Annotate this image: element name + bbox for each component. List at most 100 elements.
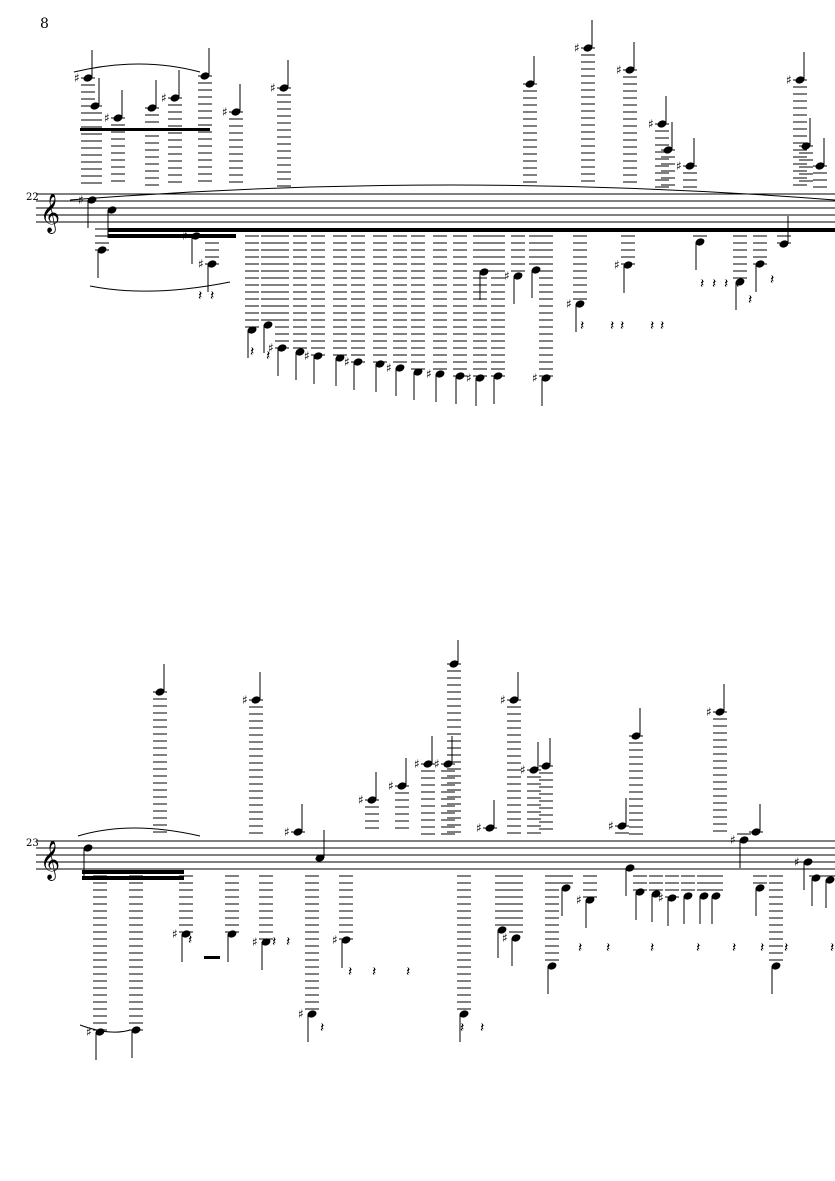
sharp-icon: ♯ (616, 63, 622, 77)
note: ♯ (794, 855, 813, 890)
note (809, 874, 823, 906)
staff-lines (36, 193, 835, 223)
note: ♯ (304, 228, 325, 384)
quarter-rest-icon: 𝄽 (480, 1020, 484, 1036)
sharp-icon: ♯ (344, 355, 350, 369)
note: ♯ (614, 228, 635, 293)
note: ♯ (414, 736, 435, 835)
sharp-icon: ♯ (434, 757, 440, 771)
note: ♯ (284, 804, 305, 839)
note: ♯ (252, 875, 273, 970)
note (697, 875, 711, 924)
note: ♯ (648, 96, 669, 188)
note (523, 56, 537, 183)
note: ♯ (706, 684, 727, 832)
quarter-rest-icon: 𝄽 (660, 318, 664, 334)
note (649, 875, 663, 922)
note: ♯ (476, 800, 497, 835)
sharp-icon: ♯ (270, 81, 276, 95)
staff-system-23: 𝄞 ♯♯♯♯♯♯♯♯♯♯♯♯♯♯♯♯♯♯♯♯♯𝄽𝄽𝄽𝄽𝄽𝄽𝄽𝄽𝄽𝄽𝄽𝄽𝄽𝄽𝄽𝄽𝄽 (36, 640, 835, 1060)
sharp-icon: ♯ (298, 1007, 304, 1021)
sharp-icon: ♯ (74, 71, 80, 85)
note: ♯ (466, 228, 487, 406)
sharp-icon: ♯ (426, 367, 432, 381)
sharp-icon: ♯ (414, 757, 420, 771)
note-cluster: ♯♯♯♯♯♯♯♯♯♯♯♯♯♯♯♯♯♯♯♯♯𝄽𝄽𝄽𝄽𝄽𝄽𝄽𝄽𝄽𝄽𝄽𝄽𝄽𝄽𝄽𝄽𝄽 (77, 640, 835, 1060)
note (753, 228, 767, 292)
note: ♯ (616, 42, 637, 183)
quarter-rest-icon: 𝄽 (266, 348, 270, 364)
note (495, 875, 509, 958)
sharp-icon: ♯ (86, 1025, 92, 1039)
quarter-rest-icon: 𝄽 (272, 934, 276, 950)
sharp-icon: ♯ (500, 693, 506, 707)
quarter-rest-icon: 𝄽 (460, 1020, 464, 1036)
sharp-icon: ♯ (786, 73, 792, 87)
treble-clef-icon: 𝄞 (40, 193, 60, 234)
note (373, 228, 387, 392)
note: ♯ (222, 84, 243, 183)
sharp-icon: ♯ (566, 297, 572, 311)
sharp-icon: ♯ (502, 931, 508, 945)
note (477, 228, 491, 300)
measure-number-23: 23 (26, 838, 39, 849)
note (225, 875, 239, 962)
sharp-icon: ♯ (614, 258, 620, 272)
note (693, 228, 707, 270)
quarter-rest-icon: 𝄽 (286, 934, 290, 950)
sharp-icon: ♯ (676, 159, 682, 173)
sharp-icon: ♯ (532, 371, 538, 385)
note (709, 875, 723, 924)
note: ♯ (242, 672, 263, 834)
note: ♯ (566, 228, 587, 332)
quarter-rest-icon: 𝄽 (250, 344, 254, 360)
sharp-icon: ♯ (574, 41, 580, 55)
sharp-icon: ♯ (520, 763, 526, 777)
note: ♯ (268, 228, 289, 376)
note: ♯ (574, 20, 595, 182)
note (453, 228, 467, 404)
sharp-icon: ♯ (576, 893, 582, 907)
sharp-icon: ♯ (706, 705, 712, 719)
note (333, 228, 347, 386)
sharp-icon: ♯ (268, 341, 274, 355)
sharp-icon: ♯ (78, 193, 84, 207)
sharp-icon: ♯ (476, 821, 482, 835)
quarter-rest-icon: 𝄽 (732, 940, 736, 956)
note (681, 875, 695, 924)
sharp-icon: ♯ (242, 693, 248, 707)
note: ♯ (520, 742, 541, 834)
note: ♯ (86, 875, 107, 1060)
note: ♯ (502, 875, 523, 966)
sharp-icon: ♯ (730, 833, 736, 847)
note (629, 708, 643, 835)
note: ♯ (388, 758, 409, 829)
sharp-icon: ♯ (358, 793, 364, 807)
note (107, 206, 117, 238)
quarter-rest-icon: 𝄽 (406, 964, 410, 980)
sharp-icon: ♯ (794, 855, 800, 869)
note: ♯ (386, 228, 407, 396)
note (823, 875, 835, 908)
note: ♯ (198, 228, 219, 292)
note (777, 216, 791, 248)
sharp-icon: ♯ (304, 349, 310, 363)
quarter-rest-icon: 𝄽 (372, 964, 376, 980)
note: ♯ (576, 875, 597, 928)
quarter-rest-icon: 𝄽 (760, 940, 764, 956)
sharp-icon: ♯ (222, 105, 228, 119)
sharp-icon: ♯ (466, 371, 472, 385)
sharp-icon: ♯ (608, 819, 614, 833)
note: ♯ (332, 875, 353, 968)
note: ♯ (676, 138, 697, 188)
staff-lines (36, 840, 835, 870)
quarter-rest-icon: 𝄽 (348, 964, 352, 980)
note (145, 80, 159, 186)
note-cluster: ♯♯♯♯♯♯♯♯♯♯♯♯♯♯♯♯♯♯♯♯♯♯♯𝄽𝄽𝄽𝄽𝄽𝄽𝄽𝄽𝄽𝄽𝄽𝄽𝄽𝄽𝄽 (69, 20, 835, 406)
quarter-rest-icon: 𝄽 (784, 940, 788, 956)
quarter-rest-icon: 𝄽 (610, 318, 614, 334)
note (129, 875, 143, 1058)
sharp-icon: ♯ (386, 361, 392, 375)
note: ♯ (504, 228, 525, 304)
quarter-rest-icon: 𝄽 (830, 940, 834, 956)
